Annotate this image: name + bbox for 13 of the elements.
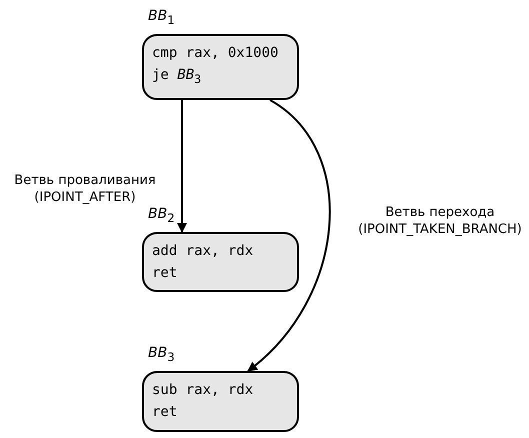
code-line: add rax, rdx xyxy=(152,242,254,261)
arrow xyxy=(247,99,330,372)
code-line: cmp rax, 0x1000 xyxy=(152,44,278,63)
code-line: sub rax, rdx xyxy=(152,381,254,400)
edge-label: Ветвь проваливания (IPOINT_AFTER) xyxy=(13,172,157,206)
block-label: BB$_{1}$ xyxy=(148,8,175,27)
edge-label: Ветвь перехода (IPOINT_TAKEN_BRANCH) xyxy=(357,204,523,238)
code-line: ret xyxy=(152,403,178,422)
arrow xyxy=(177,100,187,233)
block-label: BB$_{3}$ xyxy=(148,345,175,364)
block-label: BB$_{2}$ xyxy=(148,206,175,225)
code-line: ret xyxy=(152,264,178,283)
code-line: je BB$_{3}$ xyxy=(152,66,202,88)
